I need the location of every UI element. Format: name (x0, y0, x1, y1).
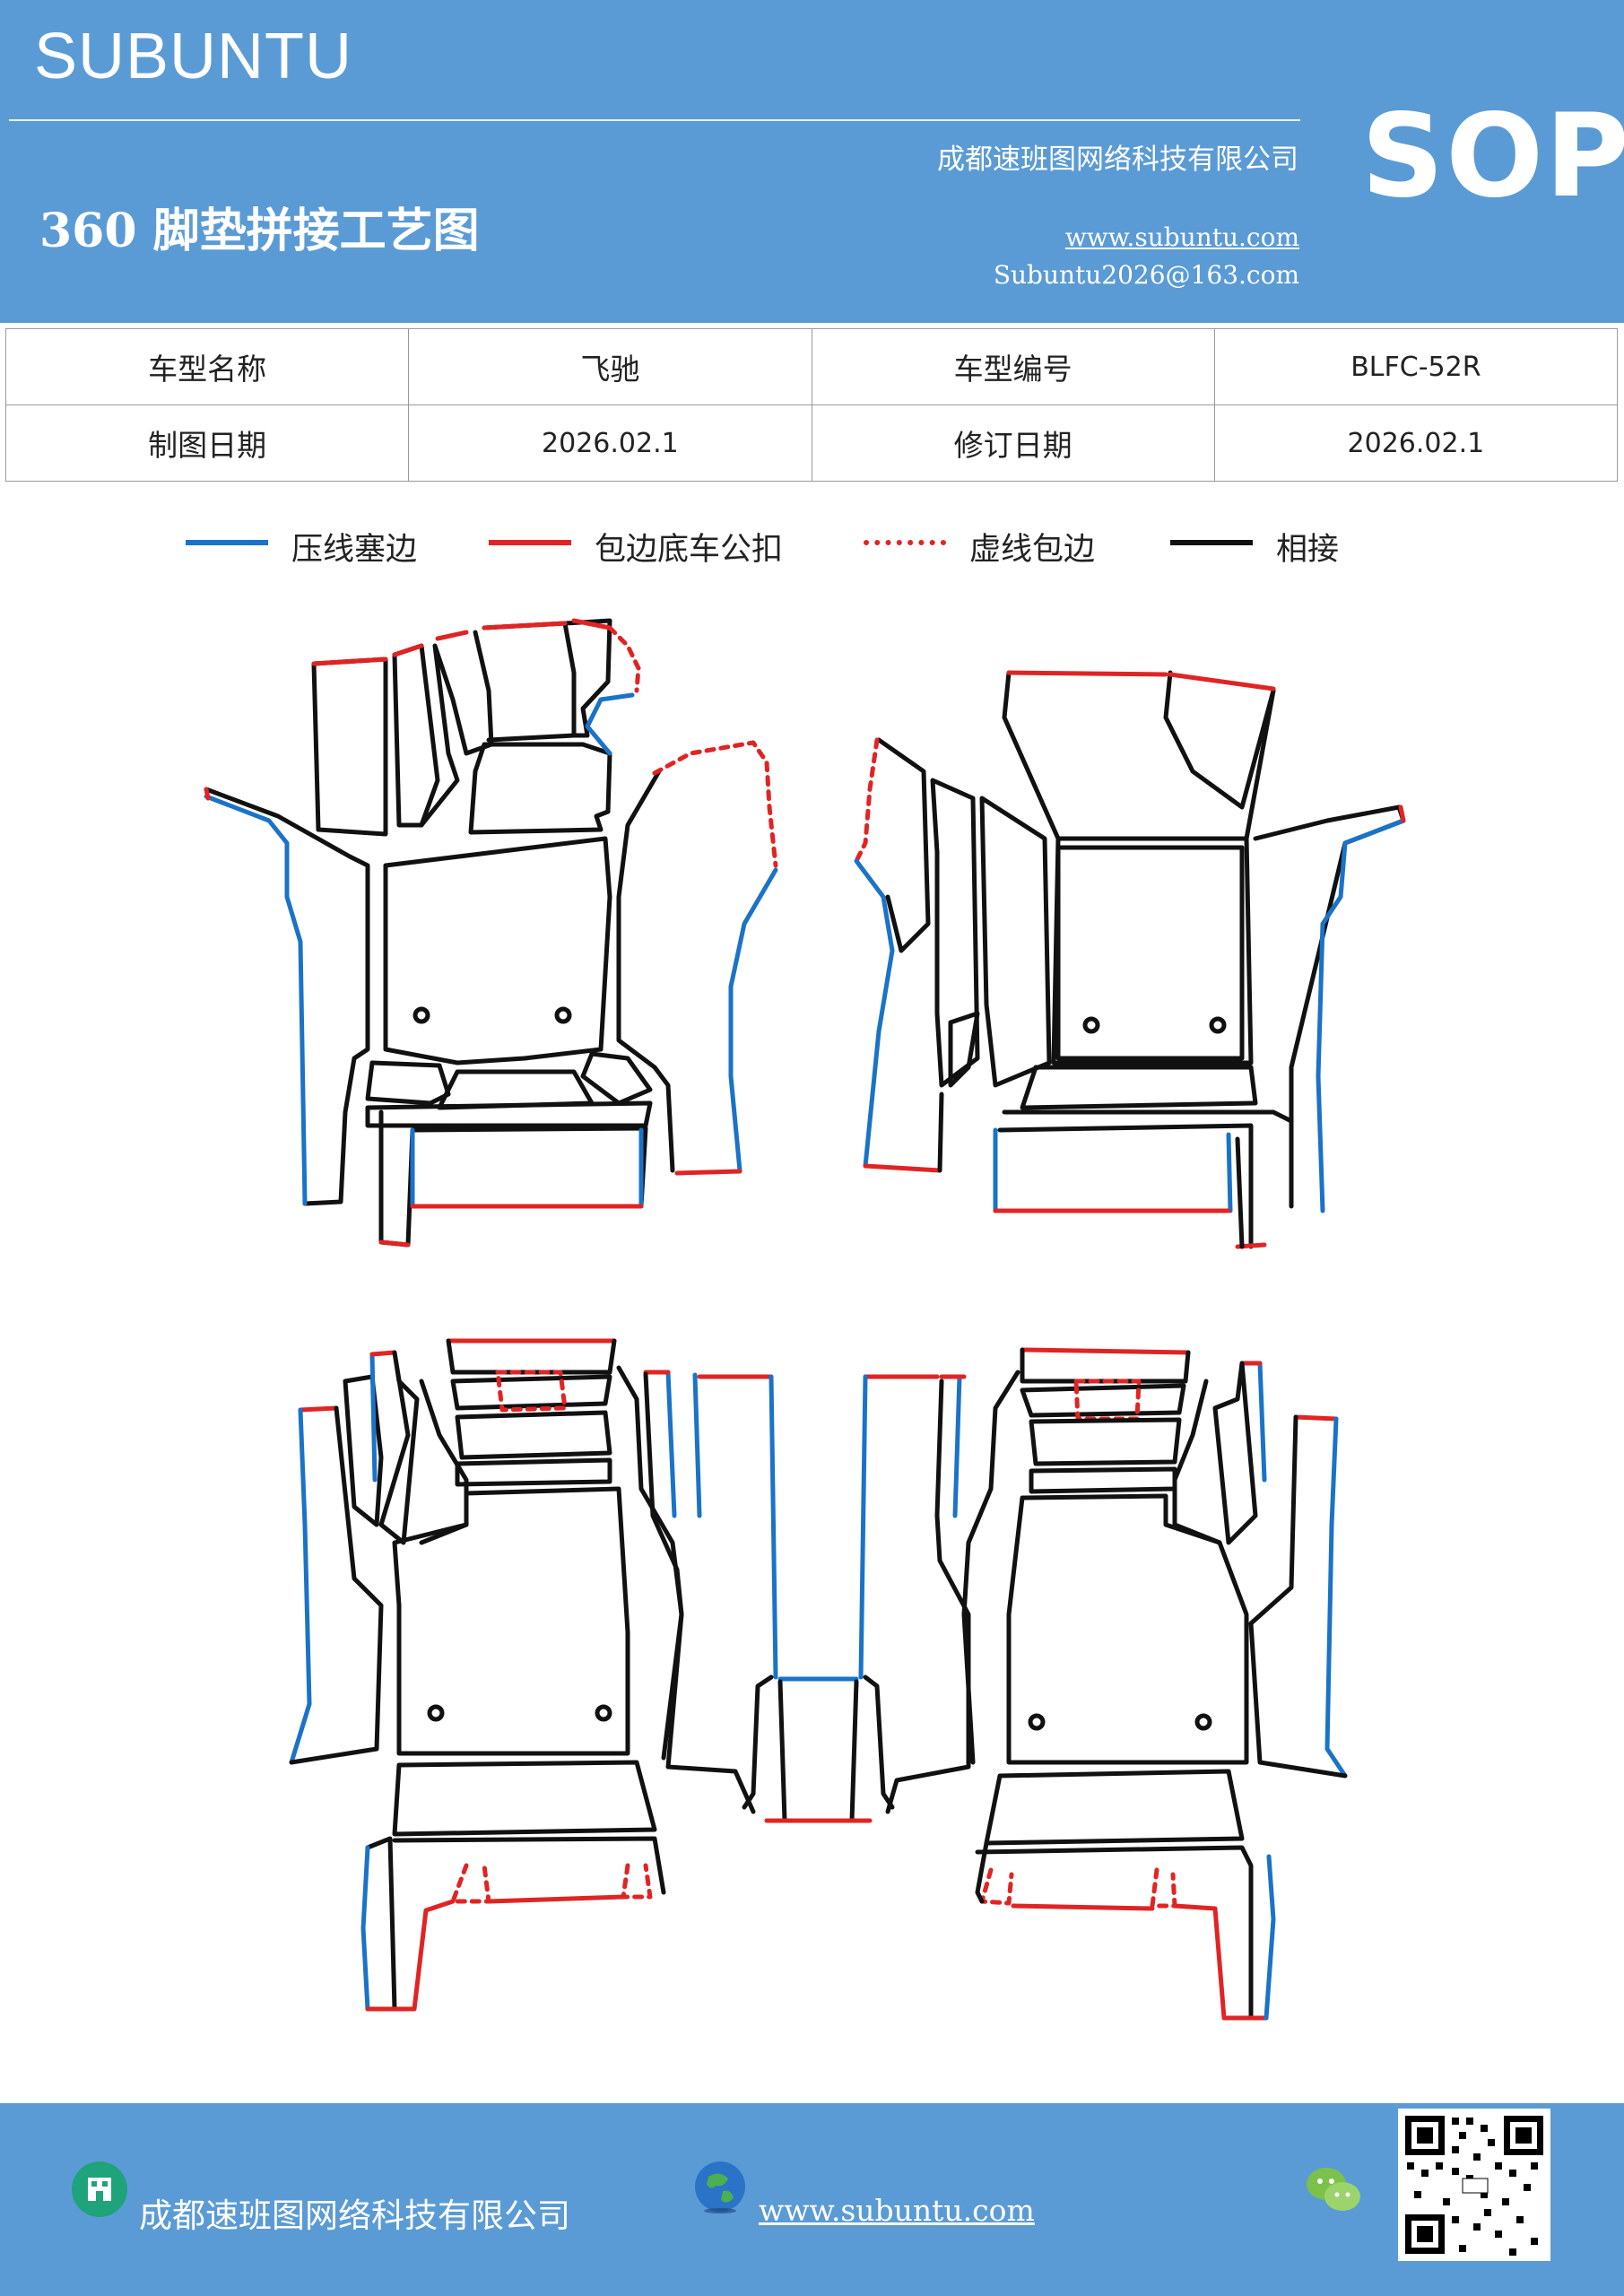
label-model-code: 车型编号 (811, 328, 1215, 405)
legend-line-blue (186, 540, 268, 545)
legend-label: 压线塞边 (291, 532, 418, 568)
floor-mat-diagram (204, 618, 1406, 2021)
legend-label: 相接 (1276, 532, 1340, 568)
footer-website[interactable]: www.subuntu.com (759, 2193, 1035, 2228)
building-icon (72, 2161, 127, 2217)
mat-front-left (204, 618, 778, 1248)
globe-icon (692, 2159, 748, 2214)
label-model-name: 车型名称 (4, 328, 410, 405)
email-address: Subuntu2026@163.com (993, 260, 1299, 290)
mat-rear-left (289, 1338, 756, 2012)
value-model-name: 飞驰 (408, 328, 812, 405)
header-banner: SUBUNTU 成都速班图网络科技有限公司 360 脚垫拼接工艺图 www.su… (0, 0, 1624, 323)
mat-tunnel-center (697, 1374, 940, 1823)
value-model-code: BLFC-52R (1213, 328, 1619, 405)
table-row: 车型名称 飞驰 车型编号 BLFC-52R (4, 328, 1619, 405)
document-title: 360 脚垫拼接工艺图 (39, 204, 480, 258)
mat-rear-right (885, 1347, 1348, 2021)
mat-front-right (854, 670, 1406, 1249)
qr-code[interactable] (1398, 2109, 1550, 2261)
sop-badge: SOP (1361, 90, 1624, 223)
table-row: 制图日期 2026.02.1 修订日期 2026.02.1 (4, 404, 1619, 482)
brand-name: SUBUNTU (34, 21, 353, 92)
label-draw-date: 制图日期 (4, 404, 410, 482)
legend-line-black (1170, 540, 1253, 545)
company-name: 成都速班图网络科技有限公司 (937, 144, 1298, 176)
value-revise-date: 2026.02.1 (1213, 404, 1619, 482)
website-link[interactable]: www.subuntu.com (1064, 222, 1299, 252)
vehicle-info-table: 车型名称 飞驰 车型编号 BLFC-52R 制图日期 2026.02.1 修订日… (4, 328, 1619, 482)
legend-line-red-dotted (864, 540, 946, 545)
footer-company: 成都速班图网络科技有限公司 (139, 2196, 570, 2235)
legend: 压线塞边 包边底车公扣 虚线包边 相接 (0, 524, 1624, 578)
footer-banner: 成都速班图网络科技有限公司 www.subuntu.com (0, 2103, 1624, 2296)
qr-code-pattern (1405, 2116, 1543, 2256)
label-revise-date: 修订日期 (811, 404, 1215, 482)
legend-line-red (489, 540, 571, 545)
legend-label: 包边底车公扣 (595, 532, 784, 568)
legend-label: 虚线包边 (969, 532, 1096, 568)
wechat-icon (1305, 2164, 1362, 2216)
value-draw-date: 2026.02.1 (408, 404, 812, 482)
header-divider (9, 119, 1300, 121)
